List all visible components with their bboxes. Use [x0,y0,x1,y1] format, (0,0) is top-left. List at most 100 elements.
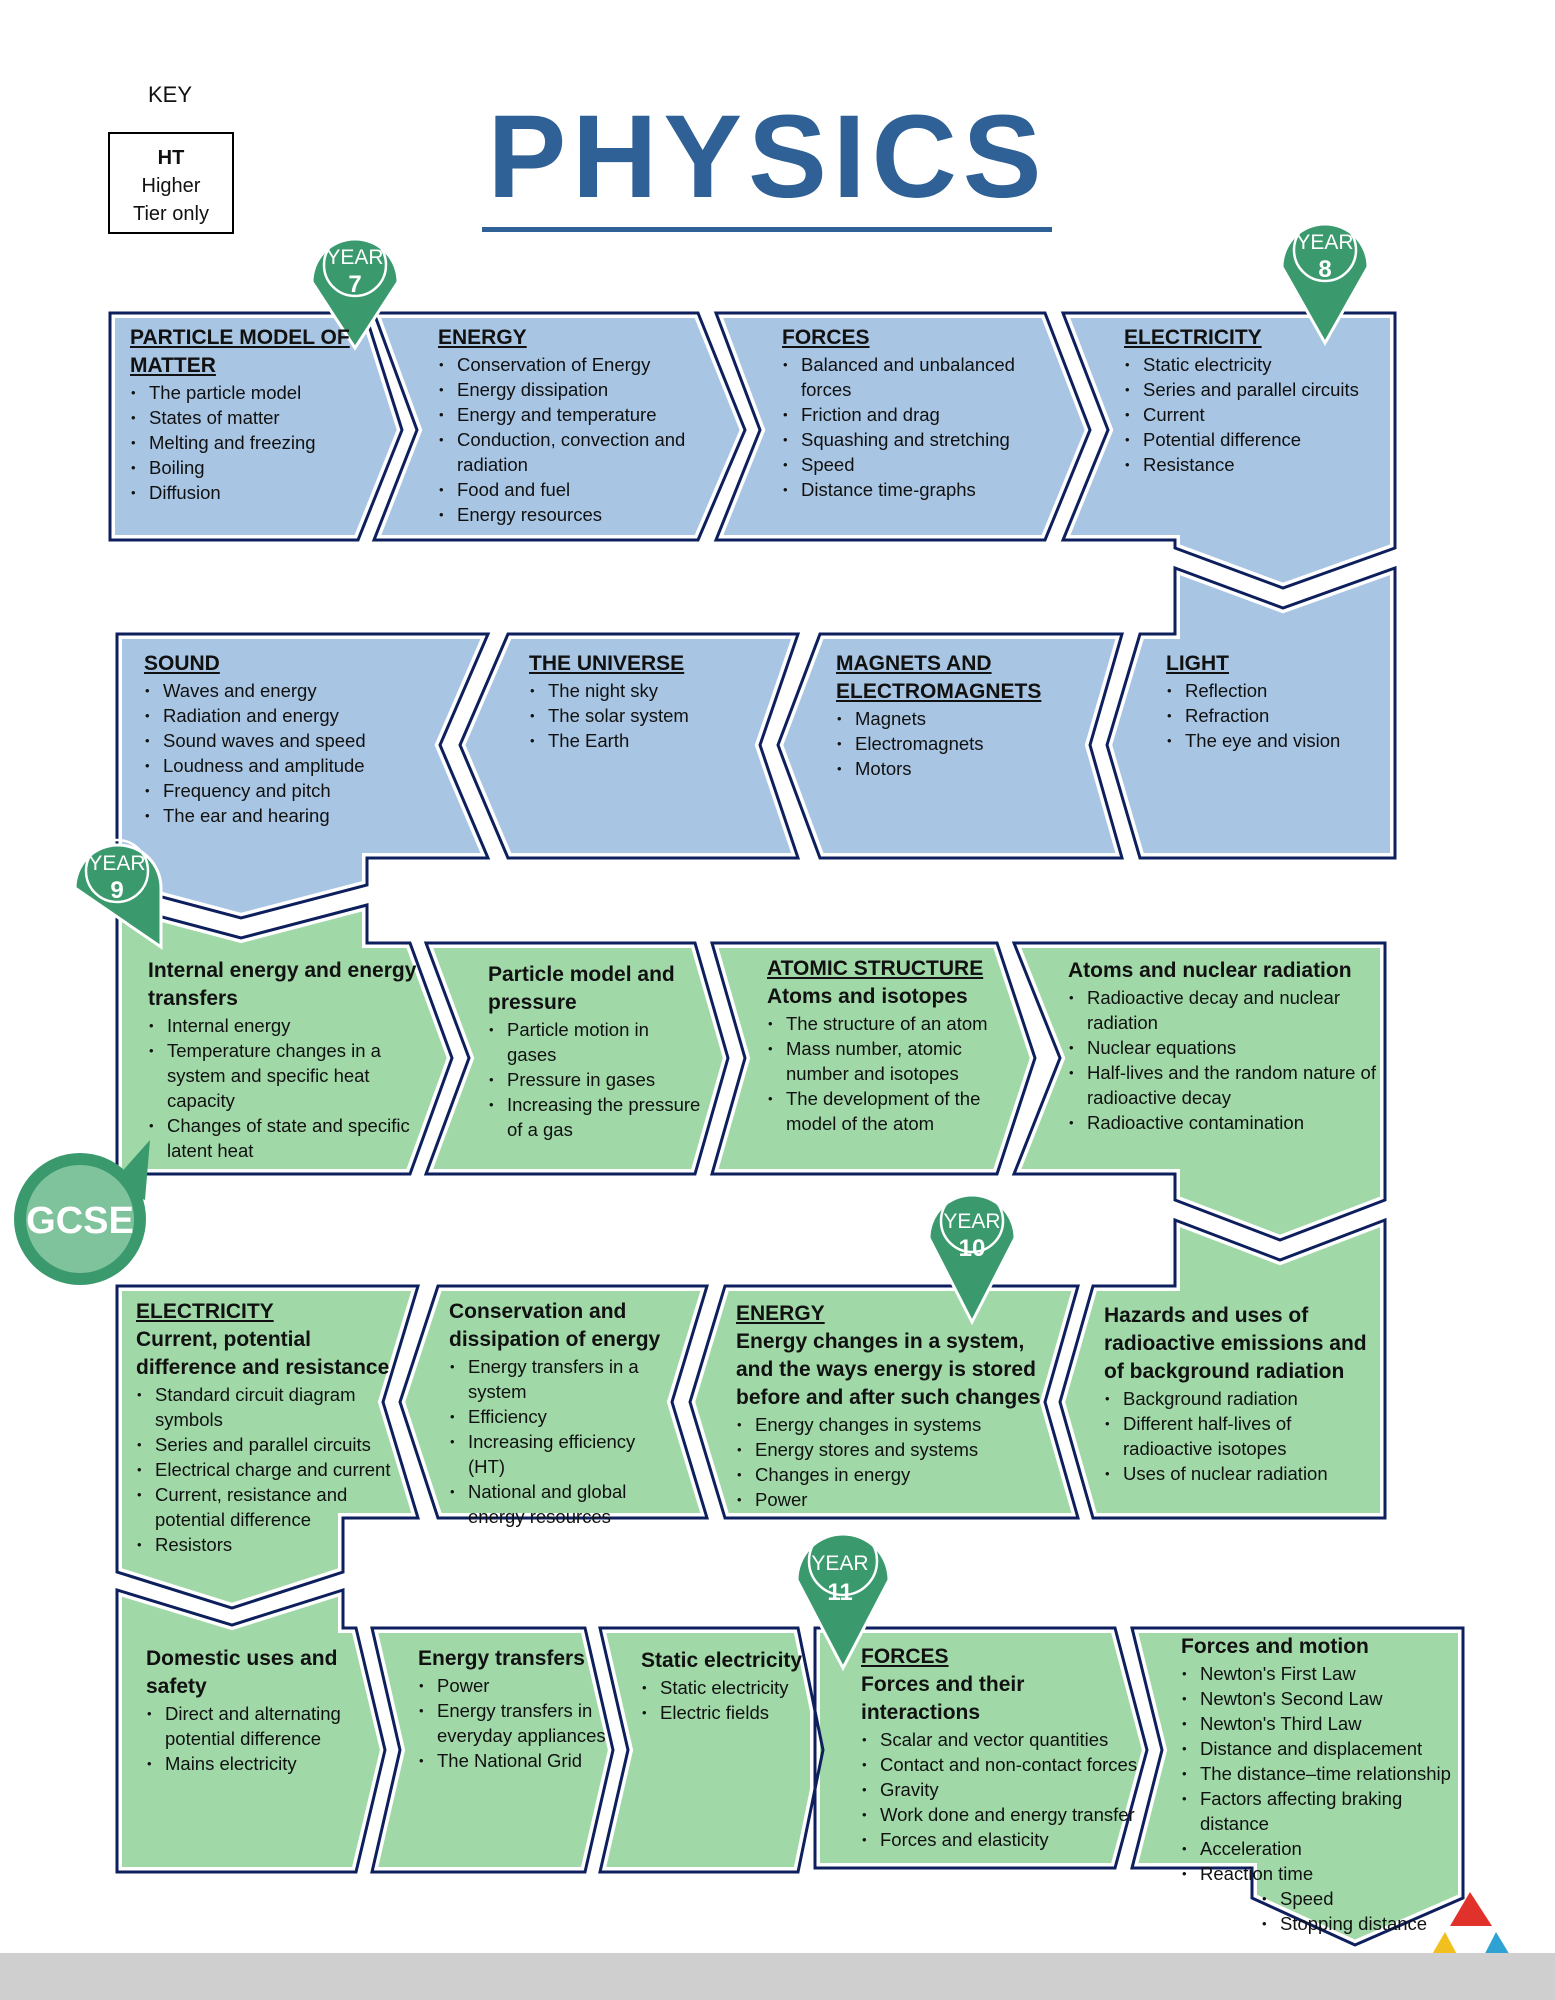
topic-nuclear: Atoms and nuclear radiation Radioactive … [1068,957,1378,1135]
pin-year-8-number: 8 [1318,256,1331,283]
topic-item: Food and fuel [439,477,698,502]
topic-item: Power [737,1487,1046,1512]
topic-gcse-energy: ENERGY Energy changes in a system, and t… [736,1300,1046,1512]
topic-item: Boiling [131,455,370,480]
topic-item: The night sky [530,678,769,703]
pin-year-10-number: 10 [959,1235,986,1262]
topic-item: The solar system [530,703,769,728]
topic-item: The distance–time relationship [1182,1761,1466,1786]
topic-title: Hazards and uses of radioactive emission… [1104,1304,1367,1383]
topic-item: The development of the model of the atom [768,1086,1007,1136]
topic-particle-model: PARTICLE MODEL OF MATTER The particle mo… [130,324,370,505]
topic-title: THE UNIVERSE [529,652,685,675]
topic-item: The ear and hearing [145,803,404,828]
topic-universe: THE UNIVERSE The night sky The solar sys… [529,650,769,753]
topic-title: LIGHT [1166,652,1229,675]
pin-year-7-number: 7 [348,271,361,298]
topic-energy: ENERGY Conservation of Energy Energy dis… [438,324,698,527]
topic-item: Standard circuit diagram symbols [137,1382,406,1432]
shape-outlines [108,311,1465,1947]
topic-energy-transfers: Energy transfers Power Energy transfers … [418,1645,608,1773]
topic-item: Different half-lives of radioactive isot… [1105,1411,1384,1461]
topic-gcse-forces: FORCES Forces and their interactions Sca… [861,1643,1141,1852]
topic-item: Reaction time [1182,1861,1466,1886]
topic-item: Energy dissipation [439,377,698,402]
topic-subitem: Speed [1262,1886,1466,1911]
topic-item: The National Grid [419,1748,608,1773]
topic-item: Radiation and energy [145,703,404,728]
topic-title: Domestic uses and safety [146,1647,338,1698]
topic-item: Resistance [1125,452,1384,477]
topic-item: Squashing and stretching [783,427,1057,452]
title-underline [482,227,1052,232]
topic-item: Energy transfers in a system [450,1354,674,1404]
topic-item: Conservation of Energy [439,352,698,377]
topic-subitem: Stopping distance [1262,1911,1466,1936]
key-box: HT Higher Tier only [108,132,234,234]
topic-item: Direct and alternating potential differe… [147,1701,356,1751]
topic-item: Current, resistance and potential differ… [137,1482,406,1532]
topic-internal-energy: Internal energy and energy transfers Int… [148,957,418,1163]
topic-item: Current [1125,402,1384,427]
topic-item: Newton's Third Law [1182,1711,1466,1736]
topic-title: Particle model and pressure [488,963,675,1014]
topic-item: Series and parallel circuits [137,1432,406,1457]
topic-item: Sound waves and speed [145,728,404,753]
topic-item: Speed [783,452,1057,477]
topic-conservation: Conservation and dissipation of energy E… [449,1298,674,1529]
pin-year-9: YEAR 9 [73,838,163,950]
topic-magnets: MAGNETS AND ELECTROMAGNETS Magnets Elect… [836,650,1056,781]
topic-item: Conduction, convection and radiation [439,427,698,477]
topic-item: The structure of an atom [768,1011,1007,1036]
topic-item: Factors affecting braking distance [1182,1786,1466,1836]
topic-item: Newton's Second Law [1182,1686,1466,1711]
pin-year-8-word: YEAR [1296,231,1353,254]
topic-item: Static electricity [642,1675,806,1700]
topic-title: ENERGY [438,326,527,349]
footer-bar [0,1953,1555,2000]
topic-title: Atoms and nuclear radiation [1068,959,1352,982]
topic-title: ENERGY [736,1302,825,1325]
topic-light: LIGHT Reflection Refraction The eye and … [1166,650,1386,753]
topic-title: Internal energy and energy transfers [148,959,417,1010]
topic-item: Reflection [1167,678,1386,703]
topic-item: Background radiation [1105,1386,1384,1411]
key-label: KEY [148,82,193,107]
topic-item: Series and parallel circuits [1125,377,1384,402]
topic-item: Mass number, atomic number and isotopes [768,1036,1007,1086]
topic-forces: FORCES Balanced and unbalanced forces Fr… [782,324,1057,502]
topic-item: Energy resources [439,502,698,527]
topic-title: Forces and motion [1181,1635,1369,1658]
topic-item: Uses of nuclear radiation [1105,1461,1384,1486]
topic-item: Electrical charge and current [137,1457,406,1482]
topic-hazards: Hazards and uses of radioactive emission… [1104,1302,1384,1486]
topic-item: Mains electricity [147,1751,356,1776]
topic-title: FORCES [782,326,870,349]
topic-item: Loudness and amplitude [145,753,404,778]
topic-item: Distance and displacement [1182,1736,1466,1761]
topic-title: ELECTRICITY [136,1300,274,1323]
topic-atomic: ATOMIC STRUCTURE Atoms and isotopes The … [767,955,1007,1136]
topic-item: Waves and energy [145,678,404,703]
topic-item: Melting and freezing [131,430,370,455]
pin-year-9-word: YEAR [88,852,145,875]
topic-item: Nuclear equations [1069,1035,1378,1060]
topic-gcse-electricity: ELECTRICITY Current, potential differenc… [136,1298,406,1557]
topic-item: Gravity [862,1777,1141,1802]
topic-item: Energy changes in systems [737,1412,1046,1437]
topic-subtitle: Energy changes in a system, and the ways… [736,1330,1041,1409]
pin-year-11-word: YEAR [811,1552,868,1575]
topic-item: Potential difference [1125,427,1384,452]
topic-item: Radioactive contamination [1069,1110,1378,1135]
topic-subtitle: Forces and their interactions [861,1673,1025,1724]
key-ht-line1: Higher [141,175,201,197]
topic-item: Internal energy [149,1013,418,1038]
topic-item: The particle model [131,380,370,405]
topic-item: Efficiency [450,1404,674,1429]
topic-item: Refraction [1167,703,1386,728]
topic-particle-pressure: Particle model and pressure Particle mot… [488,961,703,1142]
topic-item: Resistors [137,1532,406,1557]
topic-item: Changes in energy [737,1462,1046,1487]
topic-electricity: ELECTRICITY Static electricity Series an… [1124,324,1384,477]
pin-year-11: YEAR 11 [795,1525,891,1672]
